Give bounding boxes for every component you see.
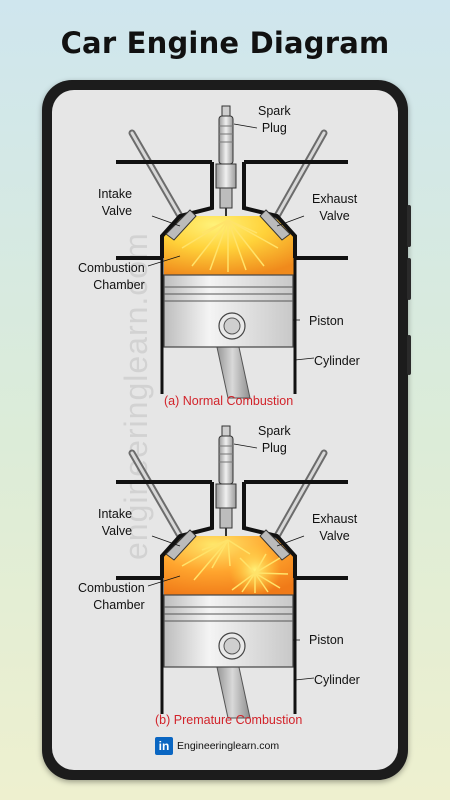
phone-side-button (407, 335, 411, 375)
footer-site-text: Engineeringlearn.com (177, 740, 280, 752)
premature-combustion-caption: (b) Premature Combustion (155, 713, 303, 727)
piston-label: Piston (309, 314, 344, 328)
normal-combustion-diagram (116, 106, 348, 398)
intake-valve-label: Intake Valve (98, 507, 133, 538)
exhaust-valve-label: Exhaust Valve (312, 192, 358, 223)
linkedin-icon: in (155, 737, 173, 755)
intake-valve-label: Intake Valve (98, 187, 133, 218)
phone-side-button (407, 205, 411, 247)
cylinder-label: Cylinder (314, 354, 360, 368)
premature-combustion-diagram (116, 426, 348, 718)
spark-plug-label: Spark Plug (258, 424, 291, 455)
exhaust-valve-label: Exhaust Valve (312, 512, 358, 543)
normal-combustion-caption: (a) Normal Combustion (164, 394, 294, 408)
spark-plug-label: Spark Plug (258, 104, 291, 135)
page-title: Car Engine Diagram (60, 26, 390, 60)
engine-diagrams (52, 90, 398, 770)
phone-side-button (407, 258, 411, 300)
combustion-chamber-label: Combustion Chamber (78, 581, 145, 612)
piston-label: Piston (309, 633, 344, 647)
combustion-chamber-label: Combustion Chamber (78, 261, 145, 292)
footer-credit: in Engineeringlearn.com (155, 737, 279, 755)
cylinder-label: Cylinder (314, 673, 360, 687)
